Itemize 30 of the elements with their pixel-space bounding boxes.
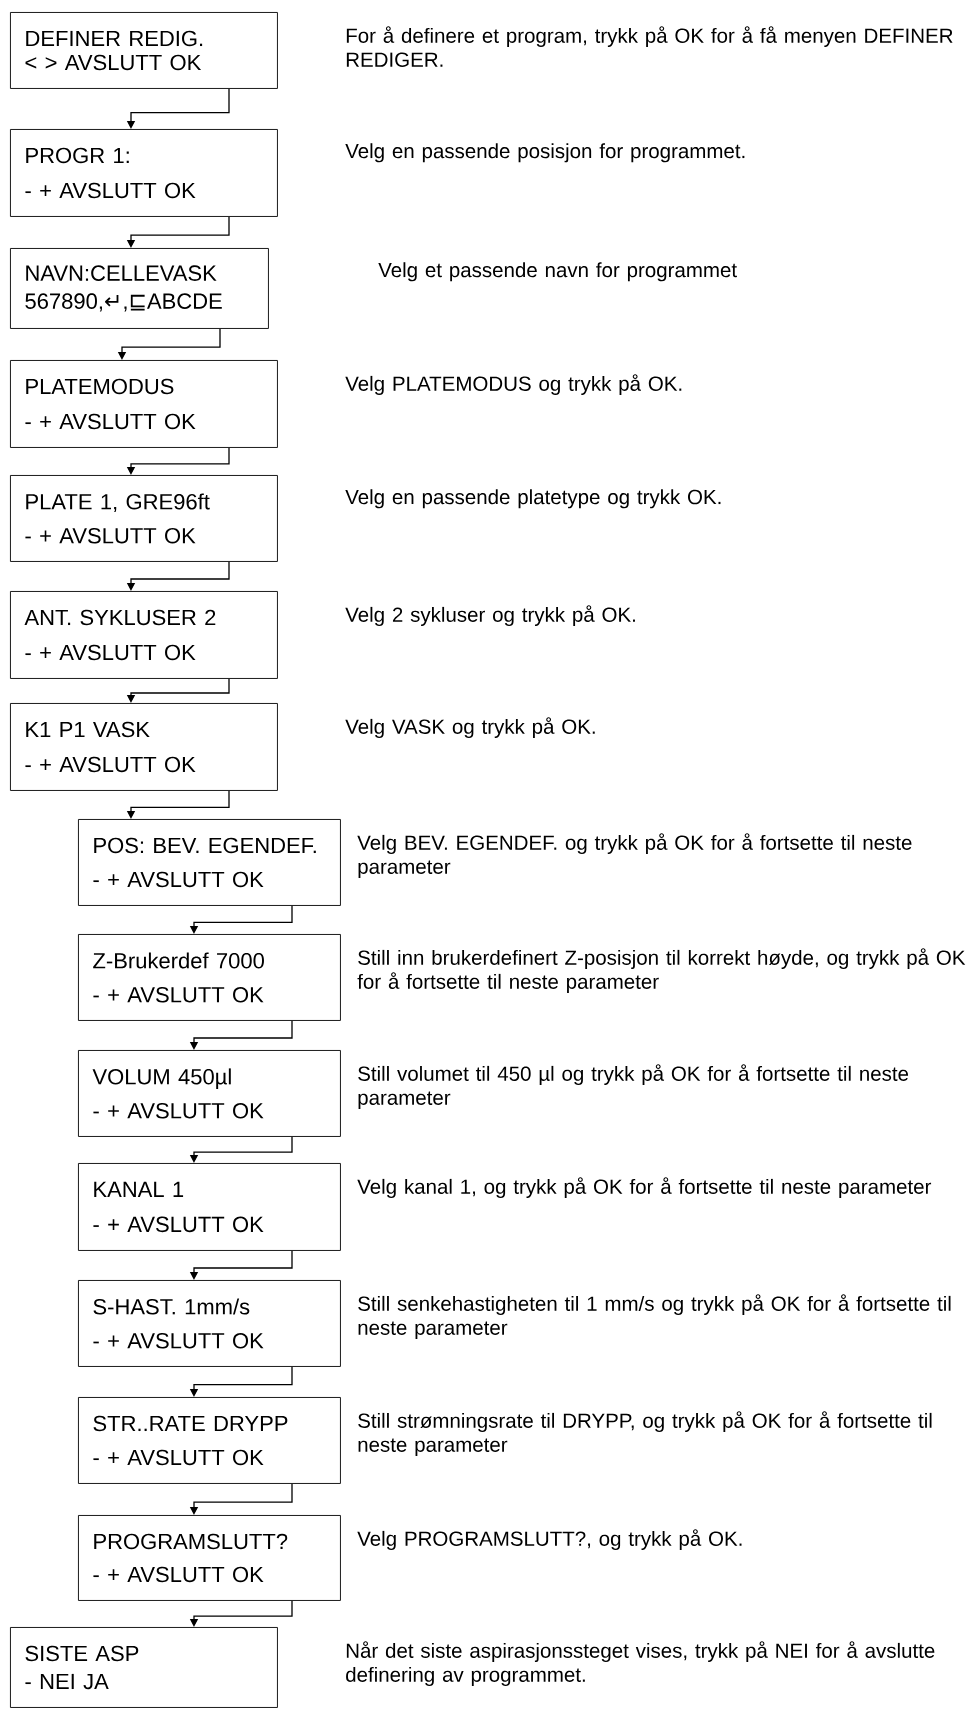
lcd-screen-box: Z-Brukerdef 7000 - + AVSLUTT OK: [78, 934, 341, 1021]
description-text: Velg en passende platetype og trykk OK.: [345, 489, 721, 509]
description-text: Velg kanal 1, og trykk på OK for å fortsette til neste parameter: [357, 1177, 932, 1198]
lcd-screen-box: PLATEMODUS - + AVSLUTT OK: [10, 360, 278, 448]
lcd-screen-box: SISTE ASP - NEI JA: [10, 1627, 278, 1708]
description-text: Velg en passende posisjon for programmet.: [345, 143, 745, 163]
description-text: Still inn brukerdefinert Z-posisjon til korrekt høyde, og trykk på OK for å fortsette til neste parameter: [357, 948, 966, 993]
description-text: Velg 2 sykluser og trykk på OK.: [345, 605, 635, 626]
description-text: Når det siste aspirasjonssteget vises, trykk på NEI for å avslutte definering av programmet.: [346, 1641, 935, 1686]
lcd-screen-box: S-HAST. 1mm/s - + AVSLUTT OK: [78, 1280, 341, 1367]
lcd-screen-box: STR..RATE DRYPP - + AVSLUTT OK: [78, 1397, 341, 1484]
description-text: Still volumet til 450 µl og trykk på OK for å fortsette til neste parameter: [358, 1064, 909, 1109]
lcd-screen-box: ANT. SYKLUSER 2 - + AVSLUTT OK: [10, 591, 278, 679]
description-text: Velg PLATEMODUS og trykk på OK.: [345, 374, 682, 395]
description-text: Still senkehastigheten til 1 mm/s og trykk på OK for å fortsette til neste parameter: [358, 1294, 951, 1339]
lcd-screen-box: VOLUM 450µl - + AVSLUTT OK: [78, 1050, 341, 1137]
lcd-screen-box: PROGR 1: - + AVSLUTT OK: [10, 129, 278, 217]
description-text: Velg et passende navn for programmet: [378, 262, 737, 282]
description-text: Velg VASK og trykk på OK.: [345, 717, 595, 738]
lcd-screen-box: PLATE 1, GRE96ft - + AVSLUTT OK: [10, 475, 278, 562]
description-text: Velg BEV. EGENDEF. og trykk på OK for å fortsette til neste parameter: [357, 833, 912, 878]
description-text: Velg PROGRAMSLUTT?, og trykk på OK.: [357, 1529, 742, 1550]
lcd-screen-box: PROGRAMSLUTT? - + AVSLUTT OK: [78, 1515, 341, 1601]
description-text: For å definere et program, trykk på OK for å få menyen DEFINER REDIGER.: [346, 26, 953, 67]
lcd-screen-box: POS: BEV. EGENDEF. - + AVSLUTT OK: [78, 819, 341, 906]
lcd-screen-box: NAVN:CELLEVASK 567890,↵,⊑ABCDE: [10, 248, 269, 329]
description-text: Still strømningsrate til DRYPP, og trykk på OK for å fortsette til neste parameter: [358, 1411, 932, 1456]
lcd-screen-box: K1 P1 VASK - + AVSLUTT OK: [10, 703, 278, 791]
lcd-screen-box: KANAL 1 - + AVSLUTT OK: [78, 1163, 341, 1251]
lcd-screen-box: DEFINER REDIG. < > AVSLUTT OK: [10, 12, 278, 89]
